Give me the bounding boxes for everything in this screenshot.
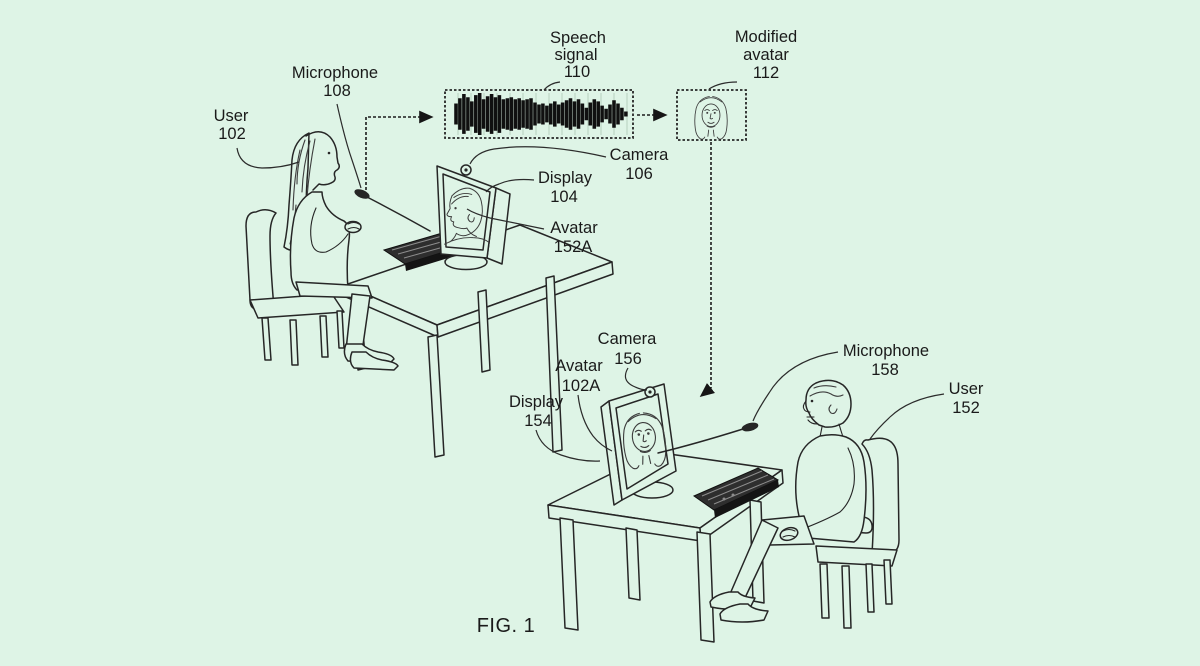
leader-display-154	[535, 429, 601, 462]
man-torso	[795, 433, 867, 543]
desk-leg	[696, 531, 715, 643]
desk-leg	[559, 517, 579, 631]
arrow-avatar-to-display	[699, 142, 715, 397]
chair-right	[815, 437, 900, 629]
chair-leg	[336, 310, 345, 349]
woman-head	[305, 131, 341, 191]
modified-avatar-box	[676, 89, 747, 141]
scene-user-102	[245, 131, 614, 458]
woman-fingers	[347, 221, 360, 230]
man-shoe	[719, 603, 769, 623]
figure-caption: FIG. 1	[477, 615, 536, 637]
speech-signal-box	[444, 89, 634, 139]
man-ear	[828, 404, 838, 415]
microphone-158-device	[657, 422, 759, 454]
leader-speech-signal	[543, 81, 561, 91]
chair-back	[861, 437, 900, 555]
chair-back	[245, 209, 277, 311]
leader-microphone-108	[336, 103, 362, 189]
user-102-person	[283, 131, 399, 371]
leader-camera-156	[624, 367, 648, 391]
signal-flow	[365, 89, 747, 397]
desk-leg	[427, 334, 445, 458]
man-head	[805, 379, 852, 428]
leader-user-102	[236, 147, 300, 169]
chair-leg	[841, 565, 852, 629]
man-hairline	[809, 385, 844, 397]
chair-leg	[319, 315, 329, 358]
mic-cable	[366, 196, 431, 232]
chair-leg	[819, 563, 830, 619]
leader-microphone-158	[752, 351, 839, 422]
speech-waveform	[454, 93, 628, 135]
chair-leg	[883, 559, 893, 605]
chair-left	[245, 209, 345, 366]
chair-leg	[289, 319, 299, 366]
leader-display-104	[485, 178, 535, 193]
keyboard-right	[692, 467, 780, 518]
woman-torso	[289, 191, 351, 291]
man-face-profile	[802, 400, 818, 425]
leader-user-152	[869, 393, 945, 440]
desk-leg	[477, 289, 491, 373]
leader-modified-avatar	[708, 81, 738, 90]
leader-lines	[236, 81, 945, 462]
microphone-108-device	[354, 189, 431, 232]
chair-seat	[815, 545, 898, 567]
woman-arm	[310, 207, 349, 253]
scene-user-152	[547, 379, 900, 643]
desk-leg	[625, 527, 641, 601]
mic-boom	[657, 428, 744, 454]
man-arm	[799, 447, 855, 531]
leader-avatar-102a	[577, 394, 613, 452]
woman-shoe	[349, 351, 399, 371]
user-152-person	[709, 379, 867, 623]
arrow-mic-to-speech	[365, 110, 434, 190]
display-154-monitor	[600, 383, 677, 506]
leader-avatar-152a	[466, 208, 545, 230]
leader-camera-106	[469, 146, 607, 165]
chair-leg	[261, 317, 272, 361]
chair-leg	[865, 563, 875, 613]
desk-leg	[545, 275, 563, 453]
display-104-monitor	[436, 164, 511, 271]
